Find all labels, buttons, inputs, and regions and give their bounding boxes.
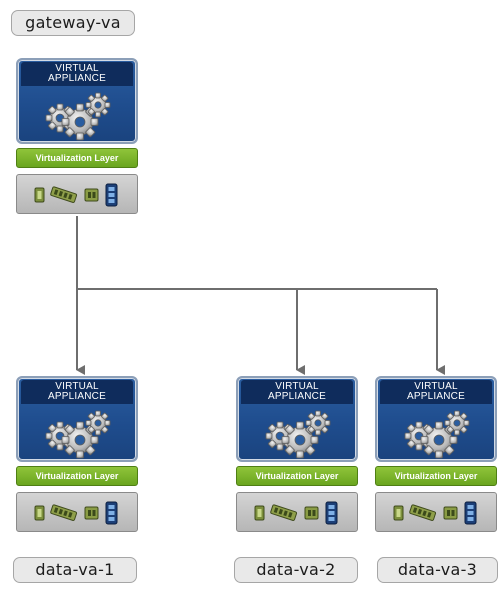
gears-icon (45, 410, 111, 459)
virtual-appliance-box: VIRTUAL APPLIANCE (16, 376, 138, 462)
memory-module-icon (50, 504, 78, 521)
cpu-chip-icon (393, 505, 404, 521)
data-va-3-appliance: VIRTUAL APPLIANCE (375, 376, 497, 534)
virtualization-layer-bar: Virtualization Layer (375, 466, 497, 486)
gears-icon (404, 410, 470, 459)
virtual-appliance-title: VIRTUAL APPLIANCE (241, 380, 353, 404)
hardware-components-icon (34, 183, 118, 207)
hardware-tray (16, 174, 138, 214)
virtualization-layer-bar: Virtualization Layer (16, 148, 138, 168)
data-va-3-label: data-va-3 (377, 557, 498, 583)
virtualization-layer-bar: Virtualization Layer (236, 466, 358, 486)
network-card-icon (443, 506, 458, 520)
network-card-icon (84, 188, 99, 202)
gears-icon (45, 92, 111, 141)
cpu-chip-icon (34, 187, 45, 203)
title-line-2: APPLIANCE (268, 391, 326, 402)
hardware-components-icon (393, 501, 477, 525)
data-va-1-label: data-va-1 (13, 557, 137, 583)
virtual-appliance-title: VIRTUAL APPLIANCE (21, 62, 133, 86)
gears-icon (265, 410, 331, 459)
hardware-tray (236, 492, 358, 532)
title-line-1: VIRTUAL (414, 381, 458, 392)
gateway-va-label: gateway-va (11, 10, 135, 36)
data-va-2-label: data-va-2 (234, 557, 358, 583)
hardware-components-icon (34, 501, 118, 525)
virtual-appliance-box: VIRTUAL APPLIANCE (236, 376, 358, 462)
data-va-1-appliance: VIRTUAL APPLIANCE (16, 376, 138, 534)
virtual-appliance-title: VIRTUAL APPLIANCE (21, 380, 133, 404)
hardware-tray (16, 492, 138, 532)
storage-disk-icon (105, 501, 118, 525)
title-line-1: VIRTUAL (55, 381, 99, 392)
gateway-va-appliance: VIRTUAL APPLIANCE (16, 58, 138, 216)
memory-module-icon (50, 186, 78, 203)
memory-module-icon (409, 504, 437, 521)
title-line-2: APPLIANCE (407, 391, 465, 402)
virtualization-layer-bar: Virtualization Layer (16, 466, 138, 486)
hardware-components-icon (254, 501, 338, 525)
memory-module-icon (270, 504, 298, 521)
title-line-1: VIRTUAL (275, 381, 319, 392)
title-line-2: APPLIANCE (48, 73, 106, 84)
storage-disk-icon (325, 501, 338, 525)
data-va-2-appliance: VIRTUAL APPLIANCE (236, 376, 358, 534)
cpu-chip-icon (254, 505, 265, 521)
virtual-appliance-title: VIRTUAL APPLIANCE (380, 380, 492, 404)
cpu-chip-icon (34, 505, 45, 521)
virtual-appliance-box: VIRTUAL APPLIANCE (16, 58, 138, 144)
virtual-appliance-box: VIRTUAL APPLIANCE (375, 376, 497, 462)
title-line-1: VIRTUAL (55, 63, 99, 74)
network-card-icon (84, 506, 99, 520)
storage-disk-icon (464, 501, 477, 525)
title-line-2: APPLIANCE (48, 391, 106, 402)
network-card-icon (304, 506, 319, 520)
hardware-tray (375, 492, 497, 532)
storage-disk-icon (105, 183, 118, 207)
